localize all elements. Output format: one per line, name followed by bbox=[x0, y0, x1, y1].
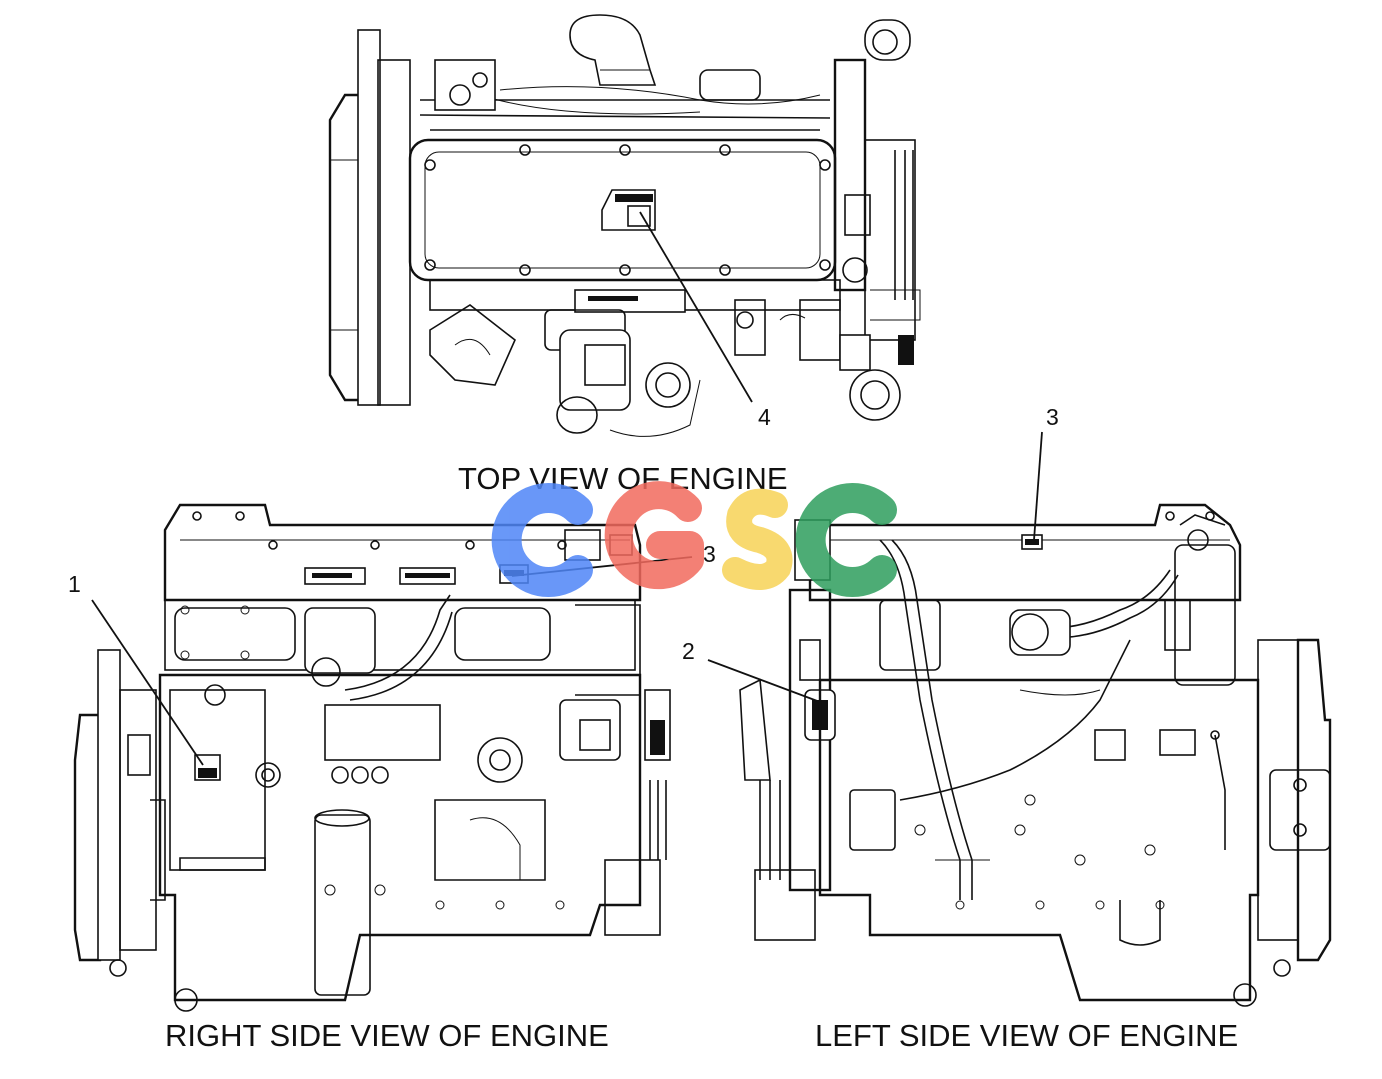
valve-cover-bolts bbox=[424, 144, 831, 276]
left-side-view-drawing bbox=[739, 503, 1332, 1007]
caption-right-side-view: RIGHT SIDE VIEW OF ENGINE bbox=[165, 1018, 609, 1053]
watermark-logo bbox=[491, 481, 897, 597]
callout-4: 4 bbox=[758, 404, 771, 430]
caption-left-side-view: LEFT SIDE VIEW OF ENGINE bbox=[815, 1018, 1238, 1053]
right-side-view-drawing bbox=[73, 503, 671, 1012]
top-view-drawing bbox=[328, 14, 921, 437]
callout-3a: 3 bbox=[703, 541, 716, 567]
callout-1: 1 bbox=[68, 571, 81, 597]
decal-item-4 bbox=[601, 189, 656, 231]
callout-2: 2 bbox=[682, 638, 695, 664]
leader-lines bbox=[91, 211, 1043, 766]
caption-top-view: TOP VIEW OF ENGINE bbox=[458, 461, 788, 496]
callout-3b: 3 bbox=[1046, 404, 1059, 430]
callout-numbers: 1 2 3 3 4 bbox=[68, 404, 1059, 664]
